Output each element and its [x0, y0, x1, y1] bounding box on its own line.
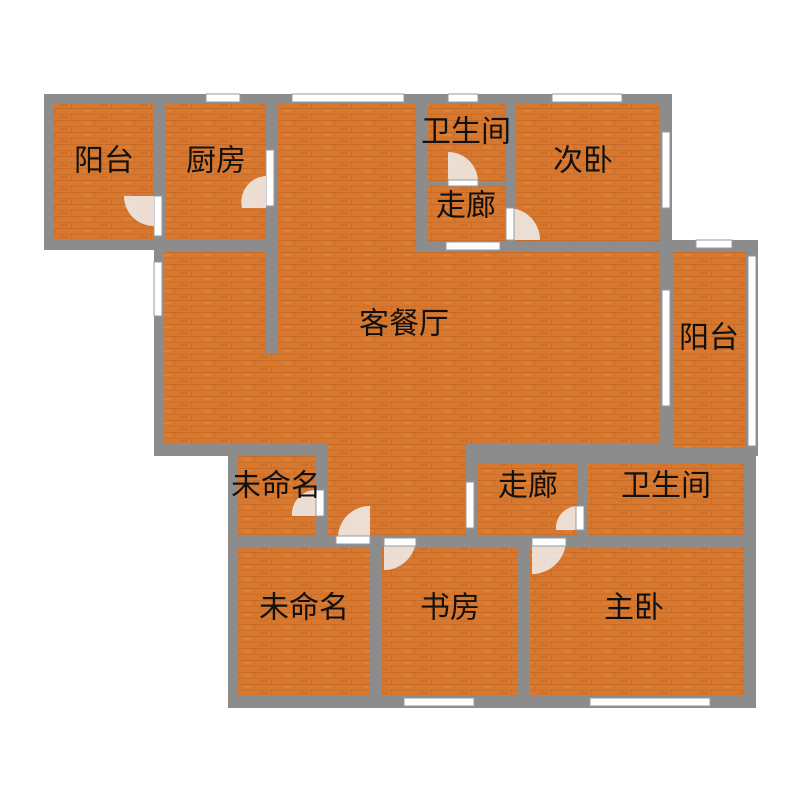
- door-sill-living-south: [335, 535, 371, 545]
- window-kitchen-north: [205, 93, 241, 103]
- wall-kitchen-south: [164, 240, 268, 252]
- window-corridor-south: [465, 481, 475, 529]
- door-bathroom-north: [448, 152, 478, 182]
- door-living-south: [338, 505, 370, 536]
- window-bathroom-north: [447, 93, 479, 103]
- door-sill-corridor-bath: [575, 505, 585, 531]
- floors: [54, 104, 746, 696]
- floor-bathroom-south: [588, 464, 744, 536]
- door-kitchen: [241, 176, 266, 208]
- door-corridor-bath: [555, 505, 578, 530]
- window-second-bedroom-north: [551, 93, 623, 103]
- window-living-east: [661, 289, 671, 407]
- floor-kitchen: [166, 104, 266, 240]
- door-sill-unnamed-small: [315, 489, 325, 517]
- floor-second-bedroom: [516, 104, 660, 242]
- windows: [153, 93, 757, 707]
- label-bathroom-north: 卫生间: [421, 115, 511, 150]
- door-master-bedroom: [532, 540, 566, 574]
- label-master-bedroom: 主卧: [604, 591, 664, 626]
- floor-corridor-north: [428, 186, 506, 242]
- label-corridor-north: 走廊: [436, 189, 496, 224]
- window-balcony-east-side: [747, 255, 757, 447]
- label-second-bedroom: 次卧: [553, 144, 613, 179]
- doors: [124, 152, 585, 574]
- floor-balcony-east: [674, 252, 746, 448]
- door-sill-second-bedroom: [505, 207, 515, 241]
- window-second-bedroom-east: [661, 131, 671, 209]
- window-kitchen-door-glass: [265, 149, 275, 207]
- door-second-bedroom: [508, 208, 540, 240]
- label-unnamed-small: 未命名: [231, 469, 321, 504]
- window-balcony-east-north: [695, 239, 733, 249]
- door-balcony-west: [124, 196, 154, 226]
- wall-kitchen-living-divider: [266, 104, 278, 354]
- window-balcony-west-east: [153, 195, 163, 237]
- label-balcony-west: 阳台: [74, 144, 134, 179]
- floor-living-main: [164, 252, 660, 444]
- floor-master-bedroom: [530, 548, 744, 696]
- label-study: 书房: [420, 591, 480, 626]
- door-sill-study: [383, 537, 417, 547]
- window-study-south: [403, 697, 475, 707]
- floor-unnamed-large: [238, 548, 370, 696]
- label-living-dining: 客餐厅: [359, 307, 449, 342]
- label-unnamed-large: 未命名: [259, 591, 349, 626]
- window-master-south: [589, 697, 711, 707]
- floor-study: [382, 548, 518, 696]
- window-corridor-north: [445, 241, 501, 251]
- door-sill-bathroom-north: [447, 179, 479, 187]
- label-balcony-east: 阳台: [679, 321, 739, 356]
- floor-living-north: [278, 104, 416, 254]
- label-kitchen: 厨房: [186, 144, 246, 179]
- window-living-west: [153, 261, 163, 317]
- label-corridor-south: 走廊: [498, 469, 558, 504]
- window-living-north: [291, 93, 405, 103]
- room-labels: 阳台 厨房 卫生间 次卧 走廊 客餐厅 阳台 未命名 走廊 卫生间 未命名 书房…: [74, 115, 739, 626]
- door-sill-master: [531, 537, 567, 547]
- label-bathroom-south: 卫生间: [621, 469, 711, 504]
- door-unnamed-small: [291, 489, 316, 516]
